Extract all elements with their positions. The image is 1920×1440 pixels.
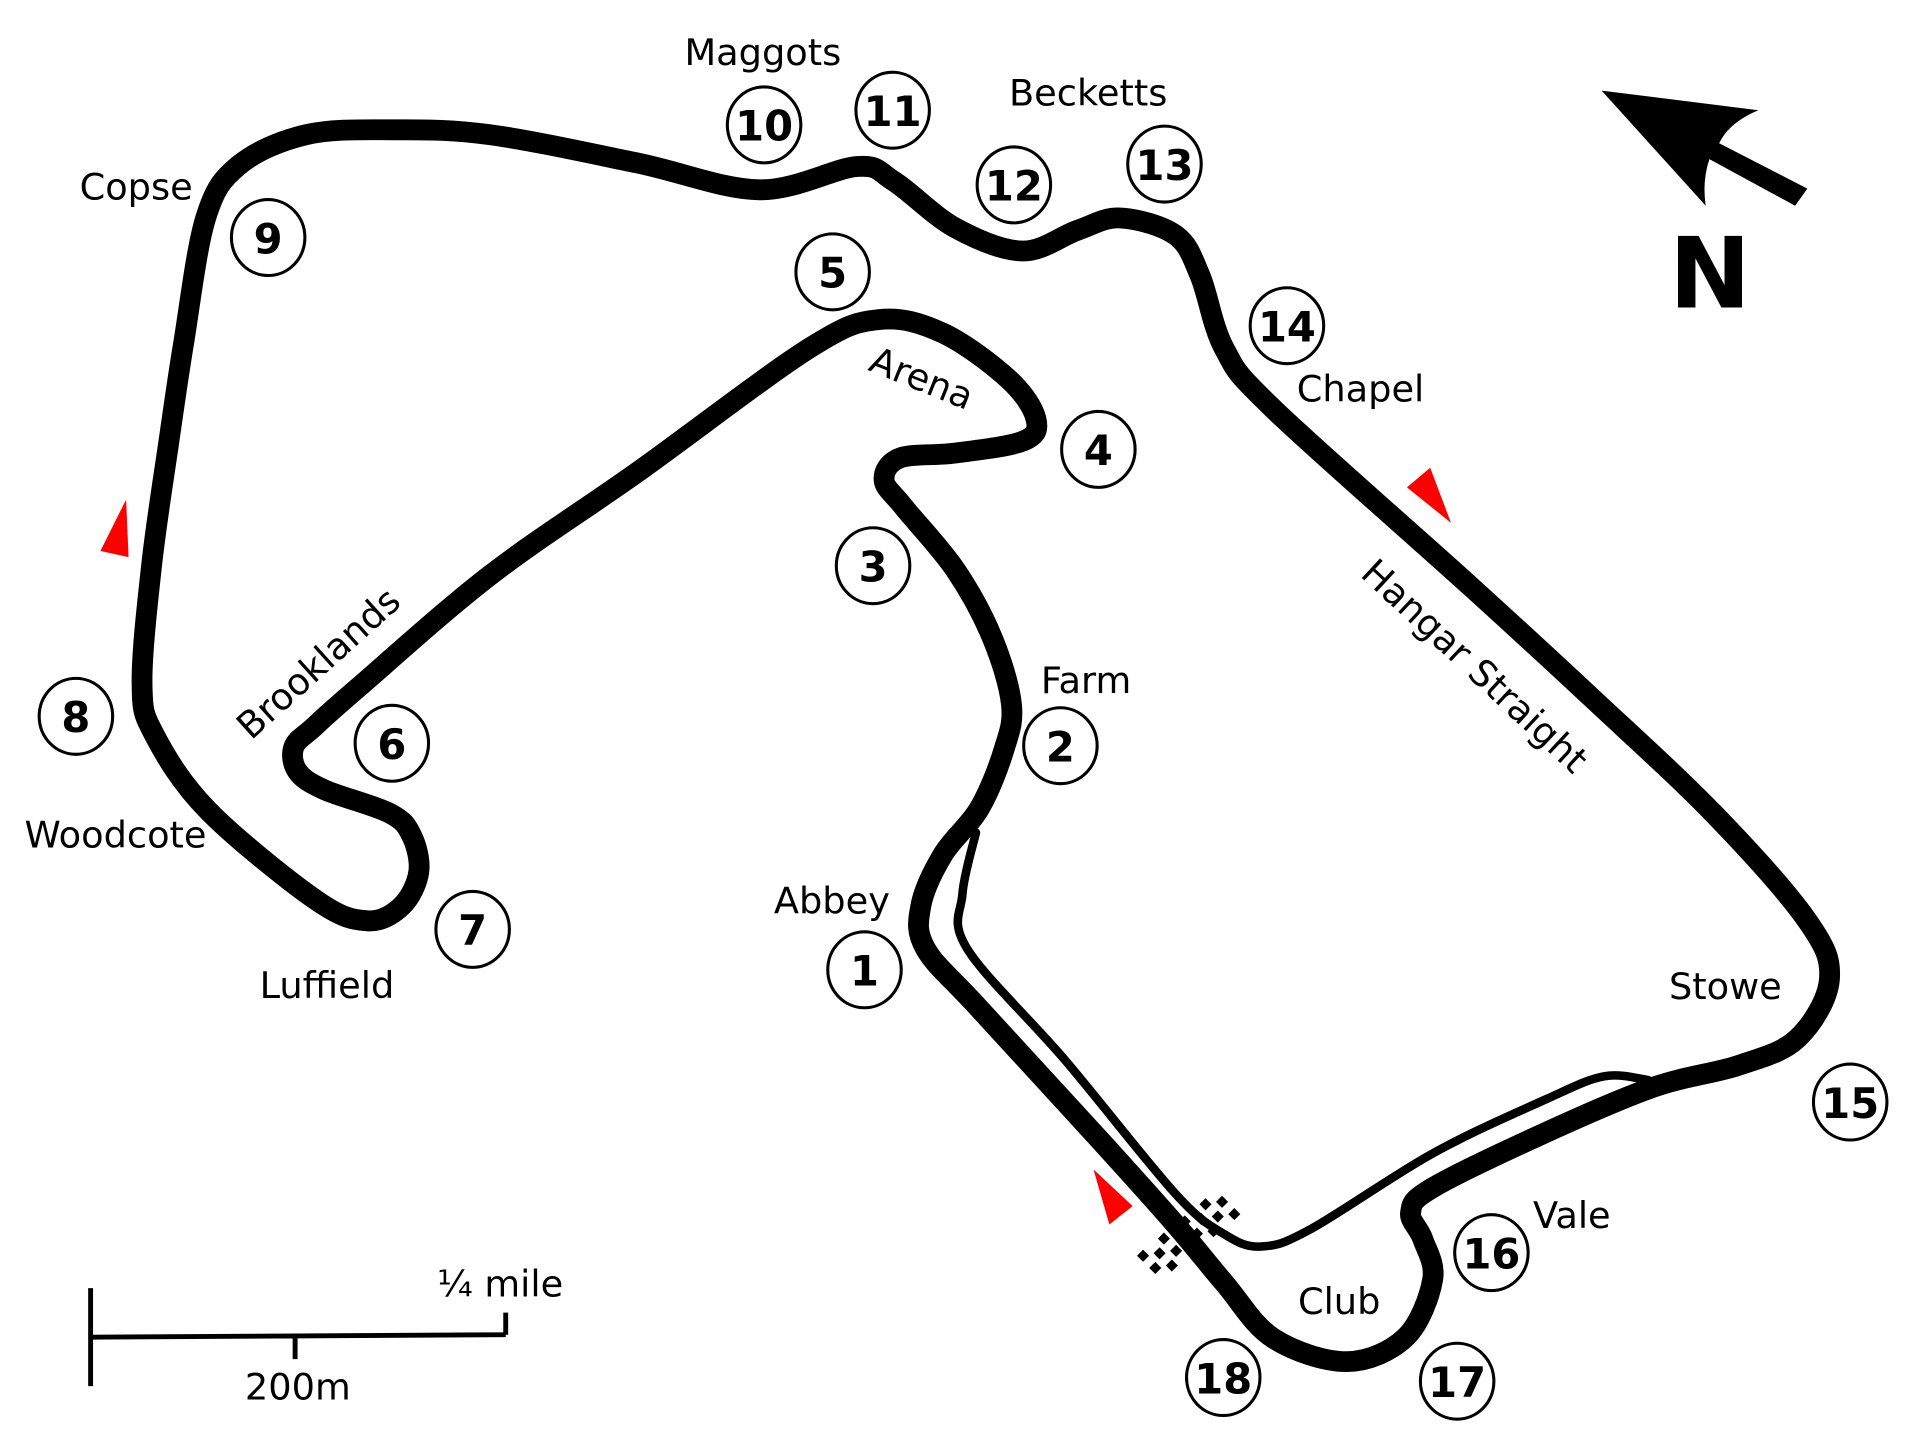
corner-circle [353, 703, 431, 783]
flag-square [1211, 1210, 1224, 1223]
label-vale: Vale [1533, 1194, 1611, 1237]
corner-number-2: 2 [1022, 706, 1099, 786]
corner-circle [37, 676, 115, 756]
corner-circle [1418, 1341, 1496, 1421]
corner-number-4: 4 [1060, 409, 1137, 489]
corner-number-10: 10 [725, 85, 803, 165]
corner-number-text: 9 [254, 214, 283, 263]
corner-number-text: 1 [850, 947, 879, 996]
corner-number-3: 3 [834, 526, 912, 606]
sector-marker-icon [1093, 1169, 1133, 1225]
flag-square [1170, 1244, 1183, 1257]
sector-markers [100, 467, 1452, 1225]
corner-number-text: 4 [1084, 426, 1113, 475]
corner-circle [975, 145, 1053, 225]
corner-number-5: 5 [794, 232, 871, 312]
scale-bar [88, 1288, 509, 1387]
corner-circle [1453, 1213, 1530, 1293]
label-farm: Farm [1041, 659, 1131, 702]
corner-number-8: 8 [37, 676, 115, 756]
corner-number-text: 14 [1258, 302, 1316, 351]
corner-number-text: 3 [859, 542, 888, 591]
corner-number-text: 6 [377, 720, 406, 769]
corner-circle [229, 198, 307, 278]
corner-circle [1248, 286, 1326, 366]
corner-number-text: 5 [818, 249, 847, 298]
corner-number-text: 17 [1428, 1358, 1486, 1407]
label-maggots: Maggots [684, 31, 841, 74]
corner-circle [434, 889, 511, 969]
corner-number-text: 18 [1194, 1354, 1252, 1403]
flag-square [1149, 1261, 1162, 1275]
sector-marker-icon [100, 499, 129, 558]
corner-number-17: 17 [1418, 1341, 1496, 1421]
corner-number-text: 2 [1046, 722, 1075, 771]
sector-marker-icon [1406, 467, 1452, 523]
label-chapel: Chapel [1297, 368, 1425, 411]
label-luffield: Luffield [260, 964, 395, 1007]
track-layer [131, 119, 1841, 1373]
corner-circle [854, 70, 931, 150]
flag-square [1153, 1247, 1166, 1260]
corner-number-7: 7 [434, 889, 511, 969]
corner-number-15: 15 [1811, 1062, 1889, 1142]
flag-square [1190, 1227, 1203, 1240]
label-abbey: Abbey [774, 879, 890, 922]
corner-number-1: 1 [826, 930, 903, 1010]
corner-number-text: 12 [985, 162, 1043, 211]
corner-circle [725, 85, 803, 165]
corner-number-11: 11 [854, 70, 931, 150]
flag-square [1157, 1232, 1170, 1245]
north-arrow-icon [1601, 90, 1808, 206]
corner-number-12: 12 [975, 145, 1053, 225]
corner-number-9: 9 [229, 198, 307, 278]
label-copse: Copse [80, 166, 193, 209]
corner-circle [826, 930, 903, 1010]
main-circuit-track [131, 119, 1841, 1373]
pit-lane [953, 828, 1653, 1251]
corner-number-text: 13 [1136, 141, 1194, 190]
corner-number-text: 8 [61, 693, 90, 742]
corner-circle [1060, 409, 1137, 489]
corner-number-16: 16 [1453, 1213, 1530, 1293]
corner-number-13: 13 [1126, 124, 1203, 204]
scale-metric-label: 200m [245, 1366, 351, 1409]
flag-square [1228, 1208, 1241, 1221]
corner-number-text: 11 [864, 87, 922, 136]
flag-square [1137, 1249, 1150, 1262]
label-club: Club [1298, 1280, 1380, 1323]
corner-circle [1022, 706, 1099, 786]
corner-number-text: 16 [1462, 1229, 1520, 1278]
corner-circle [834, 526, 912, 606]
corner-number-text: 15 [1821, 1079, 1879, 1128]
corner-number-text: 10 [735, 102, 793, 151]
flag-square [1199, 1198, 1212, 1211]
corner-circle [1185, 1338, 1262, 1418]
corner-circle [1126, 124, 1203, 204]
corner-number-14: 14 [1248, 286, 1326, 366]
corner-number-18: 18 [1185, 1338, 1262, 1418]
label-becketts: Becketts [1009, 71, 1167, 114]
label-woodcote: Woodcote [24, 813, 206, 856]
corner-circle [1811, 1062, 1889, 1142]
scale-imperial-label: ¼ mile [437, 1263, 563, 1306]
north-label: N [1669, 217, 1751, 331]
corner-number-text: 7 [458, 906, 487, 955]
corner-number-6: 6 [353, 703, 431, 783]
corner-circle [794, 232, 871, 312]
flag-square [1165, 1259, 1178, 1272]
label-stowe: Stowe [1669, 965, 1782, 1008]
flag-square [1215, 1195, 1229, 1208]
